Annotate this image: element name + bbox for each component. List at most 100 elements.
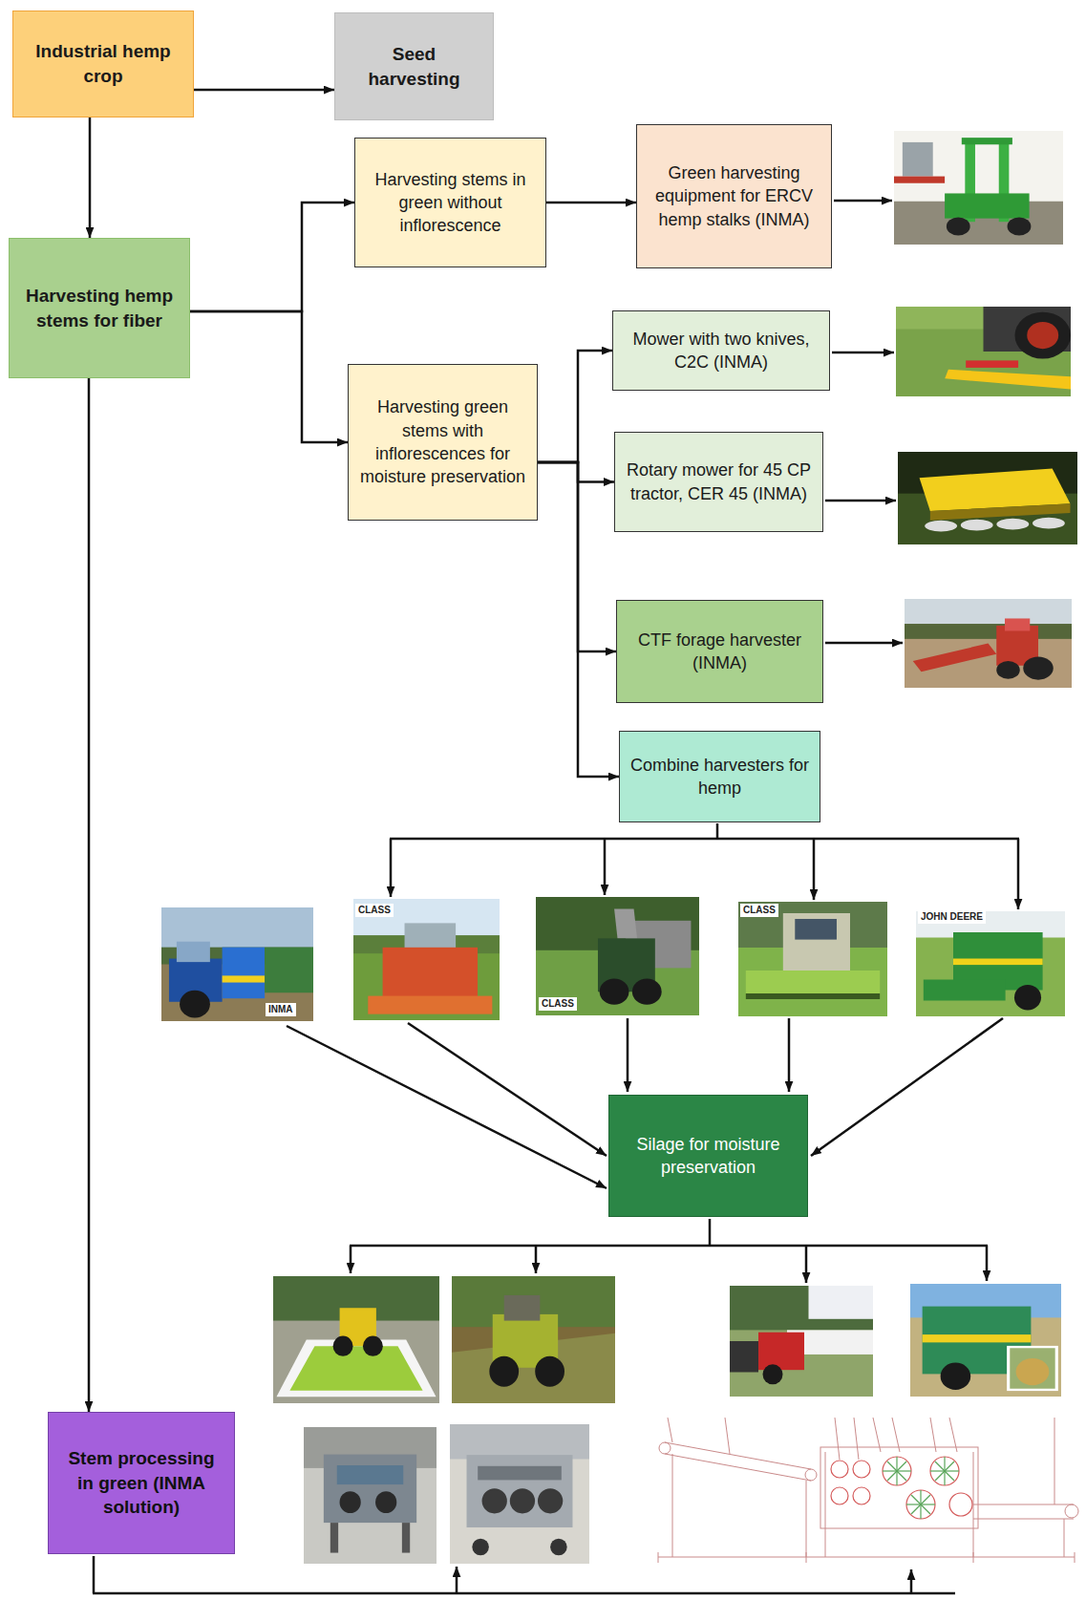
technical-drawing	[1064, 1518, 1065, 1557]
flow-arrow	[910, 1569, 914, 1594]
flow-arrow	[787, 1018, 791, 1092]
flow-arrow	[455, 1566, 459, 1594]
flow-arrow	[626, 1018, 630, 1092]
technical-drawing	[658, 1552, 660, 1563]
silage-photo	[1009, 1347, 1055, 1388]
silage-photo	[1016, 1358, 1050, 1385]
flow-arrow	[92, 1555, 96, 1594]
flow-connector	[537, 462, 619, 777]
process-box: Harvesting stems in green without inflor…	[354, 137, 547, 268]
flow-arrow	[810, 1018, 1003, 1156]
technical-drawing	[825, 1451, 827, 1557]
technical-drawing	[659, 1442, 671, 1454]
machine-photo	[449, 1424, 590, 1460]
technical-drawing	[935, 1461, 955, 1481]
equipment-photo	[894, 130, 1064, 202]
harvester-photo	[383, 947, 478, 1002]
flow-connector	[190, 202, 355, 312]
silage-photo	[451, 1276, 616, 1404]
technical-drawing	[882, 1456, 912, 1486]
mower-photo	[897, 451, 1078, 545]
harvester-photo	[179, 990, 211, 1019]
silage-photo	[763, 1363, 784, 1385]
harvester-photo	[264, 947, 314, 994]
flow-arrow	[603, 838, 607, 895]
harvester-photo	[161, 907, 314, 1022]
process-box: Harvesting green stems with inflorescenc…	[347, 363, 538, 521]
technical-drawing	[724, 1417, 730, 1454]
process-box: Stem processing in green (INMA solution)	[47, 1411, 235, 1555]
technical-drawing	[672, 1453, 674, 1557]
machine-photo	[449, 1424, 590, 1564]
node-text: Green harvesting equipment for ERCV hemp…	[646, 161, 822, 232]
harvester-photo	[161, 907, 314, 1022]
machine-photo	[510, 1488, 535, 1513]
machine-photo	[477, 1466, 562, 1481]
harvester-photo	[996, 660, 1021, 680]
flow-arrow	[92, 200, 1020, 1594]
mower-photo	[897, 451, 1078, 545]
machine-photo	[449, 1424, 590, 1564]
flow-connector	[193, 88, 335, 92]
harvester-photo	[176, 941, 211, 962]
technical-drawing	[664, 1453, 811, 1481]
mower-photo	[895, 306, 1071, 397]
technical-drawing	[658, 1556, 1075, 1558]
harvester-photo	[915, 911, 1065, 1017]
flow-arrow	[985, 1245, 989, 1281]
process-box: Seed harvesting	[334, 12, 494, 121]
mower-photo	[960, 519, 994, 532]
flow-arrow	[833, 199, 893, 203]
flow-arrow	[389, 837, 1020, 841]
node-text: Rotary mower for 45 CP tractor, CER 45 (…	[624, 458, 813, 506]
node-text: CTF forage harvester (INMA)	[626, 628, 813, 676]
harvester-photo	[953, 958, 1044, 966]
harvester-photo	[1014, 984, 1042, 1010]
technical-drawing	[973, 1504, 1074, 1506]
harvester-photo	[222, 947, 266, 1000]
silage-photo	[451, 1276, 616, 1404]
technical-drawing	[667, 1417, 673, 1443]
technical-drawing	[664, 1442, 811, 1470]
machine-photo	[467, 1454, 574, 1528]
technical-drawing	[853, 1417, 859, 1460]
technical-drawing	[887, 1461, 907, 1481]
silage-photo	[489, 1356, 519, 1387]
harvester-photo	[913, 643, 998, 673]
machine-photo	[323, 1454, 417, 1524]
technical-drawing	[911, 1494, 931, 1514]
harvester-photo	[367, 996, 492, 1015]
technical-drawing	[882, 1456, 959, 1519]
flow-arrow	[831, 351, 895, 355]
machine-photo	[337, 1465, 405, 1485]
silage-photo	[729, 1285, 874, 1330]
flow-connector	[546, 201, 637, 205]
flow-connector	[88, 117, 92, 238]
mower-photo	[1032, 517, 1065, 530]
mower-photo	[996, 518, 1029, 531]
equipment-photo	[894, 176, 945, 184]
machine-photo	[550, 1538, 568, 1556]
harvester-photo	[745, 993, 880, 1000]
node-text: Mower with two knives, C2C (INMA)	[622, 327, 820, 375]
silage-photo	[273, 1276, 440, 1404]
harvester-photo	[904, 598, 1072, 688]
silage-photo	[289, 1345, 423, 1391]
flow-arrow	[92, 1592, 956, 1596]
harvester-photo	[904, 598, 1072, 688]
flow-connector	[190, 311, 348, 443]
equipment-photo	[894, 130, 1064, 245]
start-box: Industrial hemp crop	[12, 10, 194, 118]
harvester-photo	[745, 970, 880, 1000]
technical-drawing	[1054, 1417, 1056, 1505]
brand-label: CLASS	[740, 903, 779, 917]
silage-photo	[504, 1295, 541, 1321]
flow-arrow	[805, 1245, 809, 1283]
equipment-photo	[894, 130, 1064, 245]
machine-photo	[482, 1488, 508, 1513]
harvester-photo	[738, 901, 888, 1017]
machine-photo	[375, 1490, 397, 1513]
brand-label: CLASS	[355, 903, 394, 917]
